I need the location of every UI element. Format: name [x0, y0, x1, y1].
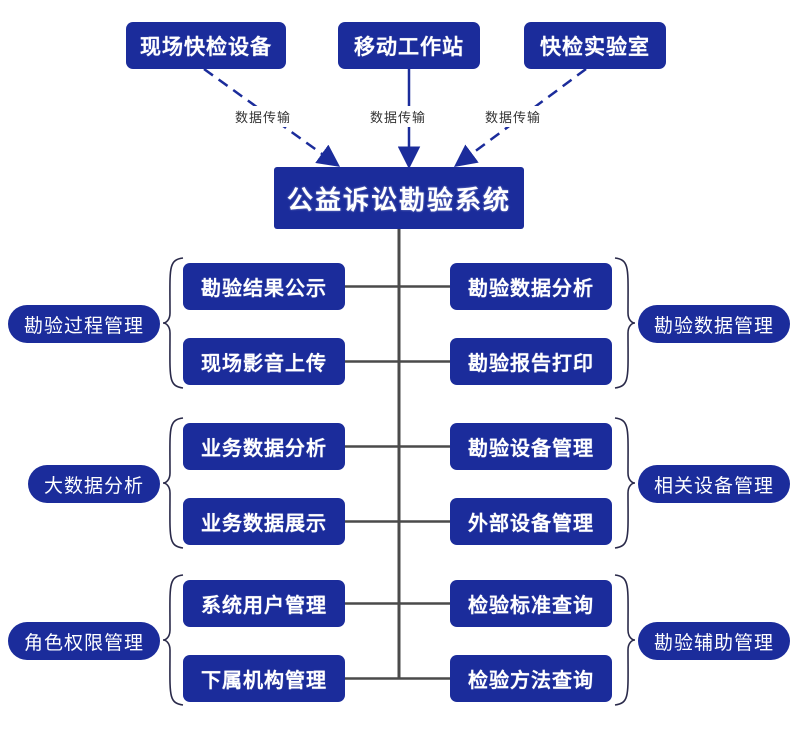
group-pill-group-big-data-analysis[interactable]: 大数据分析 [28, 465, 160, 503]
mod-external-device-management[interactable]: 外部设备管理 [450, 498, 612, 545]
brace-group-inspection-assist [614, 574, 636, 706]
system-root[interactable]: 公益诉讼勘验系统 [274, 167, 524, 229]
brace-group-data-management [614, 257, 636, 389]
mod-inspection-result-publish[interactable]: 勘验结果公示 [183, 263, 345, 310]
tree-connector-lines [345, 229, 450, 680]
brace-group-process-management [162, 257, 184, 389]
group-pill-group-role-permission[interactable]: 角色权限管理 [8, 622, 160, 660]
group-pill-group-device-management[interactable]: 相关设备管理 [638, 465, 790, 503]
group-pill-group-data-management[interactable]: 勘验数据管理 [638, 305, 790, 343]
brace-group-role-permission [162, 574, 184, 706]
src-lab[interactable]: 快检实验室 [524, 22, 666, 69]
src-mobile-station[interactable]: 移动工作站 [338, 22, 480, 69]
mod-system-user-management[interactable]: 系统用户管理 [183, 580, 345, 627]
brace-group-device-management [614, 417, 636, 549]
edge-label-middle: 数据传输 [368, 106, 429, 127]
mod-inspection-device-management[interactable]: 勘验设备管理 [450, 423, 612, 470]
curly-braces [162, 257, 636, 706]
group-pill-group-process-management[interactable]: 勘验过程管理 [8, 305, 160, 343]
mod-onsite-av-upload[interactable]: 现场影音上传 [183, 338, 345, 385]
src-field-device[interactable]: 现场快检设备 [126, 22, 286, 69]
group-pill-group-inspection-assist[interactable]: 勘验辅助管理 [638, 622, 790, 660]
brace-group-big-data-analysis [162, 417, 184, 549]
mod-business-data-analysis[interactable]: 业务数据分析 [183, 423, 345, 470]
edge-label-left: 数据传输 [233, 106, 294, 127]
mod-inspection-data-analysis[interactable]: 勘验数据分析 [450, 263, 612, 310]
edge-label-right: 数据传输 [483, 106, 544, 127]
mod-inspection-standard-query[interactable]: 检验标准查询 [450, 580, 612, 627]
mod-inspection-report-print[interactable]: 勘验报告打印 [450, 338, 612, 385]
mod-subordinate-org-management[interactable]: 下属机构管理 [183, 655, 345, 702]
mod-inspection-method-query[interactable]: 检验方法查询 [450, 655, 612, 702]
mod-business-data-display[interactable]: 业务数据展示 [183, 498, 345, 545]
